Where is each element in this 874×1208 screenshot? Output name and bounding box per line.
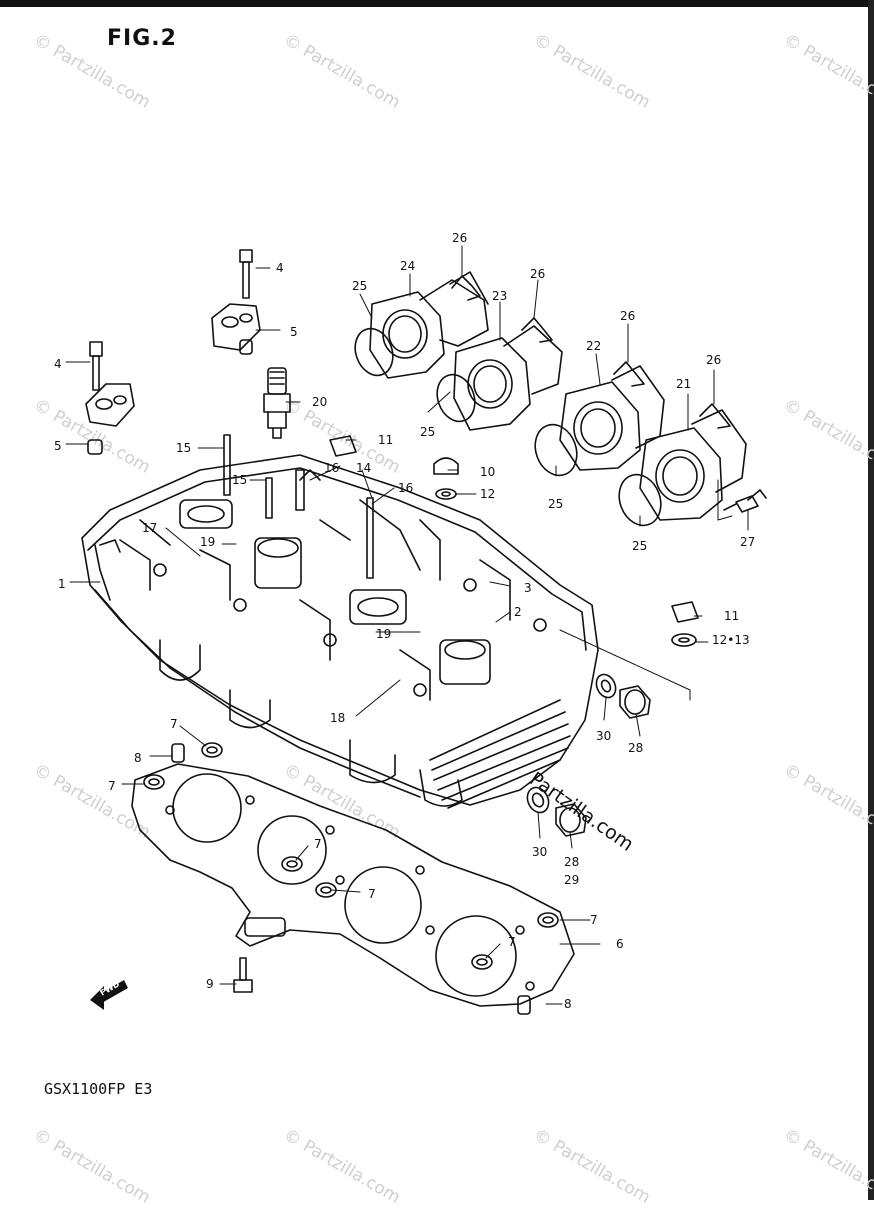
callout: 16 <box>398 481 413 495</box>
callout: 7 <box>170 717 178 731</box>
fwd-label: FWD <box>99 979 122 997</box>
callout: 25 <box>352 279 367 293</box>
callout: 25 <box>632 539 647 553</box>
intake-pipe-24 <box>369 271 489 379</box>
dowel-pins <box>171 743 531 1015</box>
callout: 8 <box>564 997 572 1011</box>
callout: 7 <box>508 935 516 949</box>
callout: 29 <box>564 873 579 887</box>
callout: 25 <box>420 425 435 439</box>
callout: 10 <box>480 465 495 479</box>
callout: 3 <box>524 581 532 595</box>
callout: 26 <box>706 353 721 367</box>
callout: 4 <box>54 357 62 371</box>
callout: 25 <box>548 497 563 511</box>
bolt-9 <box>233 957 253 993</box>
figure-title: FIG.2 <box>107 26 177 51</box>
bolt-27 <box>723 489 767 513</box>
plug-28 <box>555 685 651 837</box>
callout: 19 <box>376 627 391 641</box>
fwd-arrow-icon <box>90 980 128 1010</box>
callout: 21 <box>676 377 691 391</box>
spark-plug <box>263 367 291 439</box>
callout: 7 <box>108 779 116 793</box>
callout: 28 <box>628 741 643 755</box>
callout: 15 <box>176 441 191 455</box>
callout: 11 <box>724 609 739 623</box>
leader-lines <box>65 245 749 1005</box>
callout: 22 <box>586 339 601 353</box>
callout: 17 <box>142 521 157 535</box>
flange-nut <box>329 435 699 647</box>
head-gasket <box>131 763 575 1007</box>
cylinder-head <box>81 454 599 809</box>
cam-cap-bracket-lower <box>85 341 135 455</box>
model-code: GSX1100FP E3 <box>44 1080 153 1098</box>
callout: 23 <box>492 289 507 303</box>
intake-pipe-23 <box>453 325 563 431</box>
top-border <box>0 0 874 7</box>
callout: 4 <box>276 261 284 275</box>
o-rings <box>354 327 662 527</box>
callout: 18 <box>330 711 345 725</box>
callout: 7 <box>590 913 598 927</box>
callout: 28 <box>564 855 579 869</box>
callout: 16 <box>324 461 339 475</box>
intake-pipe-21 <box>639 409 747 521</box>
intake-pipe-22 <box>559 365 665 471</box>
stud-bolts <box>223 434 374 579</box>
callout: 5 <box>290 325 298 339</box>
callout: 7 <box>314 837 322 851</box>
gasket-30 <box>526 673 617 814</box>
right-border <box>868 0 874 1200</box>
callout: 6 <box>616 937 624 951</box>
callout: 26 <box>452 231 467 245</box>
callout: 26 <box>530 267 545 281</box>
clamps <box>451 275 731 429</box>
callout: 19 <box>200 535 215 549</box>
callout: 7 <box>368 887 376 901</box>
callout: 12•13 <box>712 633 750 647</box>
oil-seals <box>143 742 559 970</box>
callout: 1 <box>58 577 66 591</box>
callout: 5 <box>54 439 62 453</box>
callout: 20 <box>312 395 327 409</box>
callout: 24 <box>400 259 415 273</box>
callout: 9 <box>206 977 214 991</box>
callout: 2 <box>514 605 522 619</box>
callout: 27 <box>740 535 755 549</box>
callout: 8 <box>134 751 142 765</box>
callout: 30 <box>596 729 611 743</box>
callout: 12 <box>480 487 495 501</box>
callout: 14 <box>356 461 371 475</box>
callout: 15 <box>232 473 247 487</box>
callout: 11 <box>378 433 393 447</box>
callout: 30 <box>532 845 547 859</box>
callout: 26 <box>620 309 635 323</box>
